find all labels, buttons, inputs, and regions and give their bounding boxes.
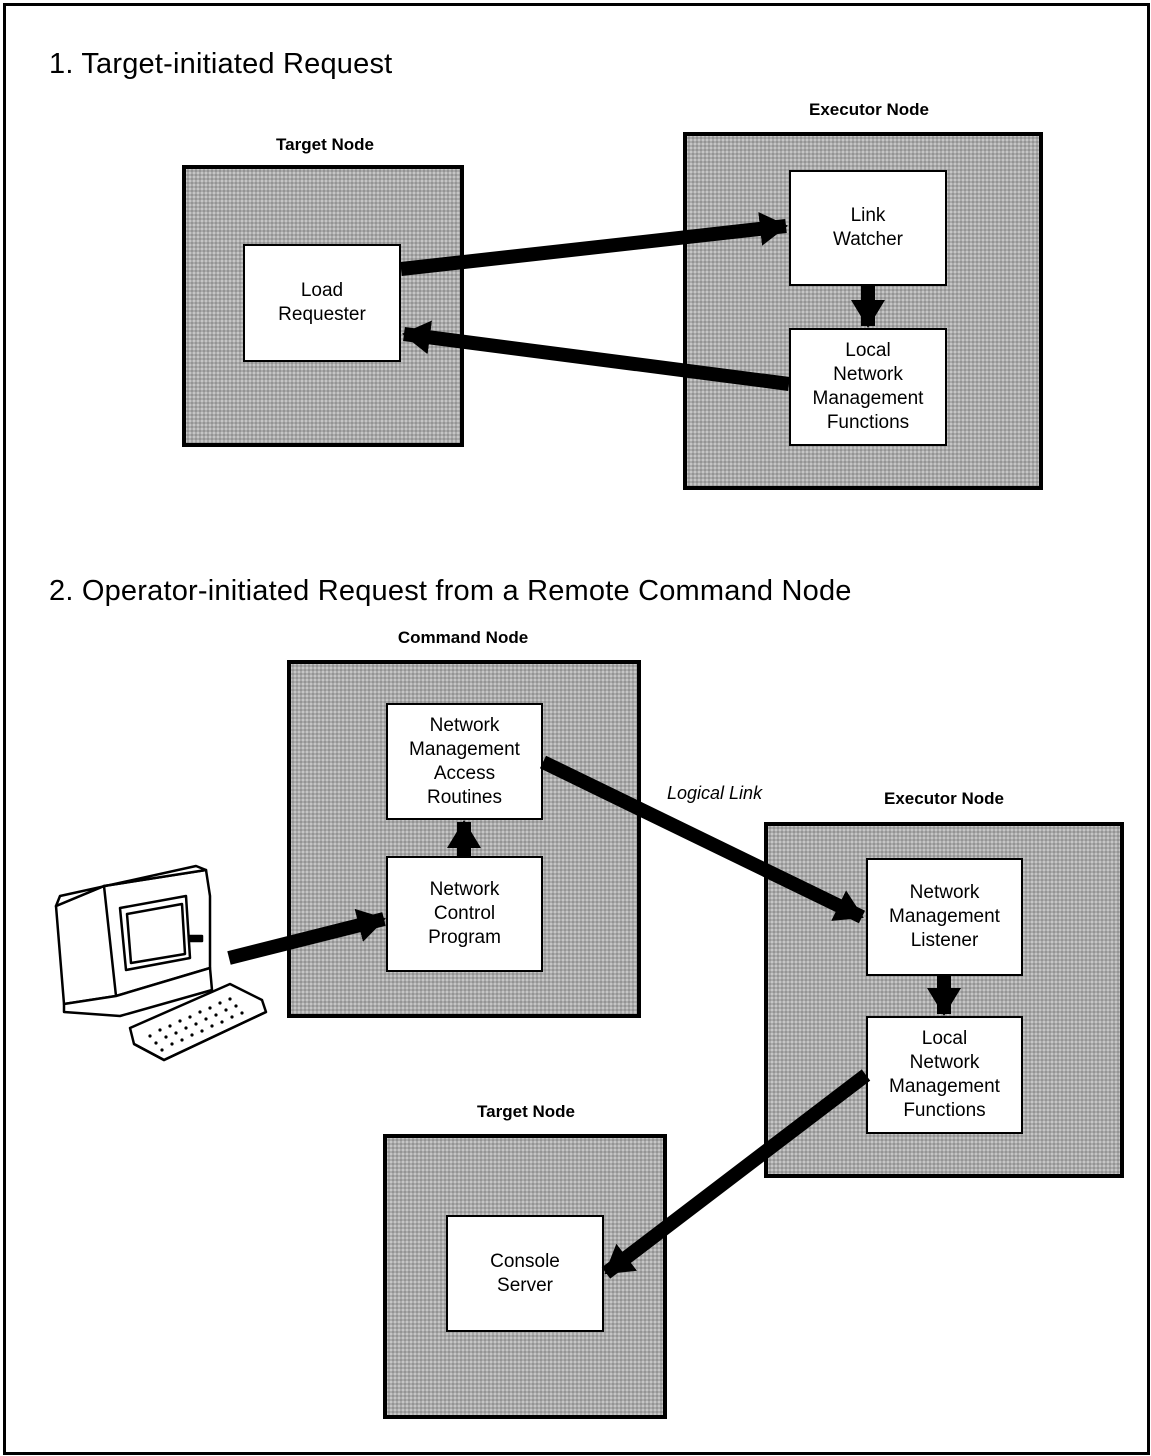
nm-listener-box: Network Management Listener <box>866 858 1023 976</box>
box-line: Watcher <box>832 229 904 250</box>
section-1-title: 1. Target-initiated Request <box>49 48 393 80</box>
logical-link-label: Logical Link <box>667 783 763 803</box>
box-line: Network <box>833 364 903 385</box>
s1-target-node-label: Target Node <box>276 135 374 154</box>
box-line: Routines <box>427 786 502 808</box>
load-requester-box: Load Requester <box>243 244 401 362</box>
s2-executor-node-label: Executor Node <box>884 789 1004 808</box>
s2-command-node-label: Command Node <box>397 628 529 647</box>
box-line: Functions <box>826 412 910 433</box>
network-control-program-box: Network Control Program <box>386 856 543 972</box>
s1-executor-node-label: Executor Node <box>809 100 929 119</box>
box-line: Listener <box>910 930 979 951</box>
computer-terminal-icon <box>54 864 214 1018</box>
link-watcher-box: Link Watcher <box>789 170 947 286</box>
s2-local-nm-functions-box: Local Network Management Functions <box>866 1016 1023 1134</box>
arrow-local-functions-to-load-requester <box>402 320 790 391</box>
box-line: Network <box>429 714 500 736</box>
box-line: Management <box>889 906 1000 927</box>
section-2-title: 2. Operator-initiated Request from a Rem… <box>49 575 852 607</box>
box-line: Network <box>909 882 980 903</box>
s1-local-nm-functions-box: Local Network Management Functions <box>789 328 947 446</box>
box-line: Link <box>850 205 886 226</box>
box-line: Management <box>889 1076 1000 1097</box>
box-line: Network <box>429 879 500 900</box>
diagram-frame <box>3 3 1150 1455</box>
box-line: Server <box>497 1274 553 1296</box>
keyboard-icon <box>128 982 268 1062</box>
box-line: Program <box>428 927 501 948</box>
box-line: Requester <box>278 304 366 325</box>
box-line: Console <box>490 1250 560 1272</box>
box-line: Access <box>433 762 496 784</box>
box-line: Control <box>433 903 496 924</box>
arrow-load-requester-to-link-watcher <box>400 211 788 276</box>
arrow-logical-link <box>539 755 866 924</box>
box-line: Network <box>909 1052 980 1073</box>
box-line: Management <box>409 738 520 760</box>
box-line: Local <box>845 340 891 361</box>
arrow-local-functions-to-console-server <box>601 1069 871 1279</box>
box-line: Local <box>921 1028 968 1049</box>
box-line: Load <box>300 280 344 301</box>
box-line: Functions <box>903 1100 986 1121</box>
s2-target-node-label: Target Node <box>477 1102 575 1121</box>
arrow-terminal-to-ncp <box>227 908 386 965</box>
nm-access-routines-box: Network Management Access Routines <box>386 703 543 820</box>
console-server-box: Console Server <box>446 1215 604 1332</box>
box-line: Management <box>812 388 924 409</box>
s1-target-node <box>182 165 464 447</box>
